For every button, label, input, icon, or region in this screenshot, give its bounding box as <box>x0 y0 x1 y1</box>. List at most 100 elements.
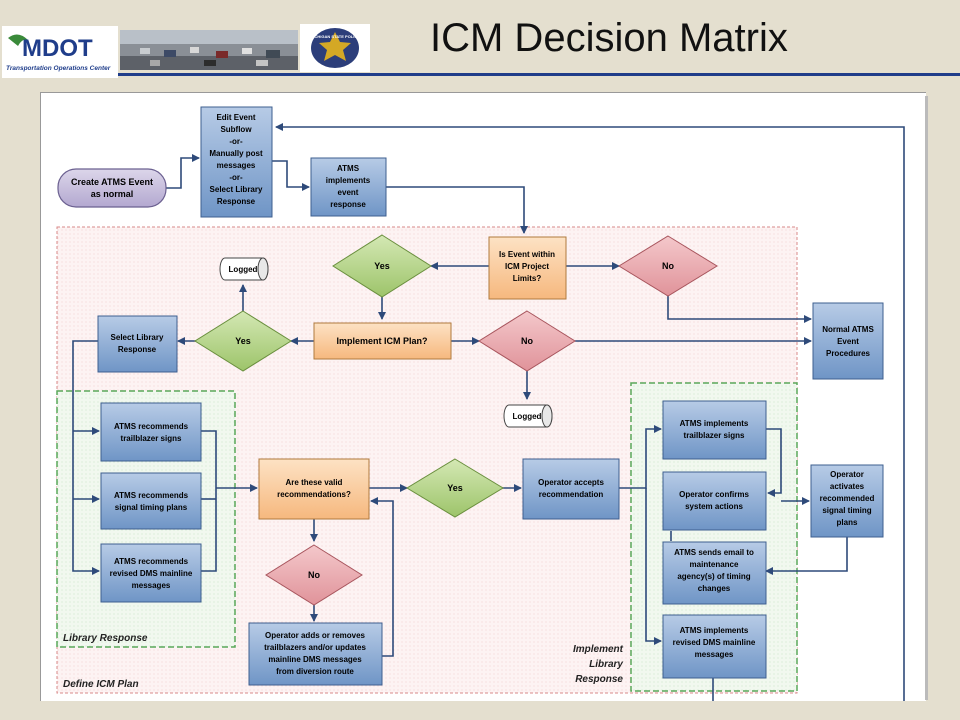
svg-text:messages: messages <box>132 581 171 590</box>
region-label-define-icm-plan: Define ICM Plan <box>63 679 139 690</box>
svg-text:agency(s) of timing: agency(s) of timing <box>677 572 750 581</box>
slide-header: MDOT Transportation Operations Center MI… <box>0 0 960 80</box>
svg-text:Logged: Logged <box>229 265 258 274</box>
node-yes-within-limits: Yes <box>332 234 432 298</box>
svg-text:changes: changes <box>698 584 731 593</box>
svg-text:ATMS: ATMS <box>337 164 360 173</box>
svg-text:revised DMS mainline: revised DMS mainline <box>673 638 756 647</box>
svg-text:Operator confirms: Operator confirms <box>679 490 749 499</box>
sheet-shadow <box>925 96 928 700</box>
node-valid-recommendations: Are these valid recommendations? <box>258 458 370 520</box>
svg-text:Create ATMS Event: Create ATMS Event <box>71 177 153 187</box>
svg-text:mainline DMS messages: mainline DMS messages <box>268 655 362 664</box>
node-no-valid: No <box>265 544 363 606</box>
svg-text:Edit Event: Edit Event <box>216 113 255 122</box>
svg-text:system actions: system actions <box>685 502 743 511</box>
svg-text:Operator adds or removes: Operator adds or removes <box>265 631 366 640</box>
msp-badge-icon: MICHIGAN STATE POLICE <box>310 28 360 68</box>
svg-text:-or-: -or- <box>229 173 243 182</box>
svg-text:recommended: recommended <box>820 494 875 503</box>
svg-text:trailblazers and/or updates: trailblazers and/or updates <box>264 643 366 652</box>
svg-text:Yes: Yes <box>235 336 251 346</box>
svg-text:revised DMS mainline: revised DMS mainline <box>110 569 193 578</box>
node-implements-dms: ATMS implements revised DMS mainline mes… <box>662 614 767 679</box>
svg-text:Implement ICM Plan?: Implement ICM Plan? <box>336 336 427 346</box>
region-label-implement-library-response: Implement Library Response <box>573 644 624 685</box>
icm-flowchart: Define ICM Plan Library Response Impleme… <box>56 106 905 701</box>
svg-text:Limits?: Limits? <box>513 274 542 283</box>
svg-text:as normal: as normal <box>91 189 134 199</box>
node-operator-accepts: Operator accepts recommendation <box>522 458 620 520</box>
node-operator-adds: Operator adds or removes trailblazers an… <box>248 622 383 686</box>
mdot-logo-mark: MDOT Transportation Operations Center <box>6 34 111 72</box>
node-is-event-within: Is Event within ICM Project Limits? <box>488 236 567 300</box>
svg-text:event: event <box>338 188 359 197</box>
node-implement-icm-plan: Implement ICM Plan? <box>313 322 452 360</box>
diagram-sheet: Define ICM Plan Library Response Impleme… <box>40 92 926 701</box>
svg-text:No: No <box>308 570 320 580</box>
svg-text:ATMS implements: ATMS implements <box>680 626 749 635</box>
svg-text:Logged: Logged <box>513 412 542 421</box>
node-logged-1: Logged <box>219 257 269 281</box>
svg-text:Operator accepts: Operator accepts <box>538 478 604 487</box>
svg-text:Response: Response <box>118 345 157 354</box>
node-atms-sends-email: ATMS sends email to maintenance agency(s… <box>662 541 767 605</box>
svg-text:Yes: Yes <box>447 483 463 493</box>
svg-text:No: No <box>662 261 674 271</box>
svg-text:ATMS recommends: ATMS recommends <box>114 557 189 566</box>
svg-text:trailblazer signs: trailblazer signs <box>121 434 182 443</box>
svg-text:ATMS implements: ATMS implements <box>680 419 749 428</box>
node-select-library: Select Library Response <box>97 315 178 373</box>
svg-text:signal timing plans: signal timing plans <box>115 503 188 512</box>
node-recommends-dms: ATMS recommends revised DMS mainline mes… <box>100 543 202 603</box>
svg-text:Normal ATMS: Normal ATMS <box>822 325 874 334</box>
node-atms-implements-event: ATMS implements event response <box>310 157 387 217</box>
node-no-implement: No <box>478 310 576 372</box>
node-normal-atms: Normal ATMS Event Procedures <box>812 302 884 380</box>
traffic-photo <box>120 30 298 70</box>
mdot-logo-text: MDOT <box>22 35 93 62</box>
svg-text:ATMS sends email to: ATMS sends email to <box>674 548 754 557</box>
svg-text:recommendation: recommendation <box>539 490 604 499</box>
mdot-logo: MDOT Transportation Operations Center <box>2 26 118 78</box>
region-label-library-response: Library Response <box>63 633 148 644</box>
svg-text:implements: implements <box>326 176 371 185</box>
node-logged-2: Logged <box>503 404 553 428</box>
svg-text:ATMS recommends: ATMS recommends <box>114 491 189 500</box>
svg-text:Implement: Implement <box>573 644 624 655</box>
page-title: ICM Decision Matrix <box>430 16 788 60</box>
svg-text:plans: plans <box>837 518 858 527</box>
svg-text:Event: Event <box>837 337 859 346</box>
svg-text:signal timing: signal timing <box>822 506 871 515</box>
svg-text:response: response <box>330 200 366 209</box>
svg-text:Subflow: Subflow <box>220 125 252 134</box>
svg-text:trailblazer signs: trailblazer signs <box>684 431 745 440</box>
mdot-logo-subtitle: Transportation Operations Center <box>6 65 111 72</box>
svg-text:Manually post: Manually post <box>209 149 263 158</box>
svg-text:from diversion route: from diversion route <box>276 667 354 676</box>
svg-text:Response: Response <box>575 674 623 685</box>
node-implements-trailblazer: ATMS implements trailblazer signs <box>662 400 767 460</box>
node-yes-valid: Yes <box>406 458 504 518</box>
svg-text:Library: Library <box>589 659 623 670</box>
svg-text:Are these valid: Are these valid <box>286 478 343 487</box>
node-yes-implement: Yes <box>194 310 292 372</box>
svg-text:Operator: Operator <box>830 470 864 479</box>
svg-text:Yes: Yes <box>374 261 390 271</box>
node-recommends-signal-timing: ATMS recommends signal timing plans <box>100 472 202 530</box>
node-no-within-limits: No <box>618 235 718 297</box>
svg-text:recommendations?: recommendations? <box>277 490 351 499</box>
svg-text:Procedures: Procedures <box>826 349 871 358</box>
node-operator-confirms: Operator confirms system actions <box>662 471 767 531</box>
svg-text:ICM Project: ICM Project <box>505 262 549 271</box>
svg-text:messages: messages <box>695 650 734 659</box>
svg-text:messages: messages <box>217 161 256 170</box>
svg-text:Is Event within: Is Event within <box>499 250 555 259</box>
svg-text:Select Library: Select Library <box>210 185 263 194</box>
svg-text:activates: activates <box>830 482 865 491</box>
flow-connectors <box>72 123 905 701</box>
node-operator-activates: Operator activates recommended signal ti… <box>810 464 884 538</box>
svg-text:No: No <box>521 336 533 346</box>
svg-text:maintenance: maintenance <box>690 560 739 569</box>
header-divider <box>118 73 960 76</box>
